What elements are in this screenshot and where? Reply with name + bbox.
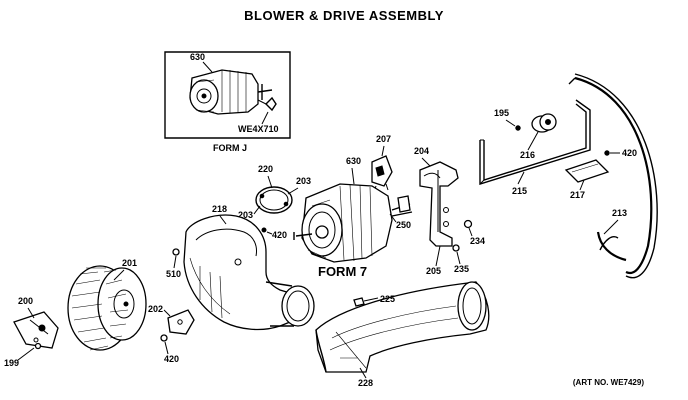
callout-217: 217 xyxy=(570,190,585,200)
callout-207: 207 xyxy=(376,134,391,144)
callout-195: 195 xyxy=(494,108,509,118)
callout-215: 215 xyxy=(512,186,527,196)
screw-420-right-icon xyxy=(604,150,610,156)
callout-510: 510 xyxy=(166,269,181,279)
blower-housing-218 xyxy=(183,214,315,331)
screw-195-icon xyxy=(515,125,521,131)
callout-225: 225 xyxy=(380,294,395,304)
blower-wheel-201 xyxy=(67,265,147,351)
screw-225-icon xyxy=(353,297,365,307)
drive-motor-630 xyxy=(293,183,413,263)
art-number: (ART NO. WE7429) xyxy=(572,378,644,387)
exhaust-duct-228 xyxy=(315,281,490,373)
callout-201: 201 xyxy=(122,258,137,268)
idler-pulley-216 xyxy=(531,113,557,133)
clamp-ring-220 xyxy=(255,186,293,214)
motor-bracket-204 xyxy=(419,161,459,247)
callout-204: 204 xyxy=(414,146,429,156)
kit-part-label: WE4X710 xyxy=(238,124,279,134)
screw-199-icon xyxy=(34,342,42,350)
callout-205: 205 xyxy=(426,266,441,276)
callout-420-center: 420 xyxy=(272,230,287,240)
callout-420-left: 420 xyxy=(164,354,179,364)
callout-234: 234 xyxy=(470,236,485,246)
form-j-inset: 630 WE4X710 xyxy=(164,51,291,139)
screw-234-icon xyxy=(463,219,473,229)
callout-630-inset: 630 xyxy=(190,52,205,62)
callout-235: 235 xyxy=(454,264,469,274)
callout-216: 216 xyxy=(520,150,535,160)
callout-228: 228 xyxy=(358,378,373,388)
screw-420-left-icon xyxy=(160,334,168,342)
callout-203-b: 203 xyxy=(238,210,253,220)
callout-213: 213 xyxy=(612,208,627,218)
screw-510-icon xyxy=(172,248,180,256)
bracket-200 xyxy=(13,311,59,349)
callout-202: 202 xyxy=(148,304,163,314)
bracket-202 xyxy=(167,309,195,335)
callout-218: 218 xyxy=(212,204,227,214)
inset-motor-drawing xyxy=(189,69,277,115)
callout-630-main: 630 xyxy=(346,156,361,166)
callout-200: 200 xyxy=(18,296,33,306)
bracket-217 xyxy=(564,159,610,183)
diagram-title: BLOWER & DRIVE ASSEMBLY xyxy=(244,8,444,23)
callout-420-right: 420 xyxy=(622,148,637,158)
idler-arm-215 xyxy=(479,99,591,185)
drive-belt-213 xyxy=(568,73,658,279)
callout-199: 199 xyxy=(4,358,19,368)
switch-207 xyxy=(371,155,393,193)
callout-220: 220 xyxy=(258,164,273,174)
screw-235-icon xyxy=(452,244,460,252)
screw-420-center-icon xyxy=(261,227,267,233)
form-j-label: FORM J xyxy=(213,143,247,153)
callout-250: 250 xyxy=(396,220,411,230)
form-7-label: FORM 7 xyxy=(318,264,367,279)
callout-203-a: 203 xyxy=(296,176,311,186)
